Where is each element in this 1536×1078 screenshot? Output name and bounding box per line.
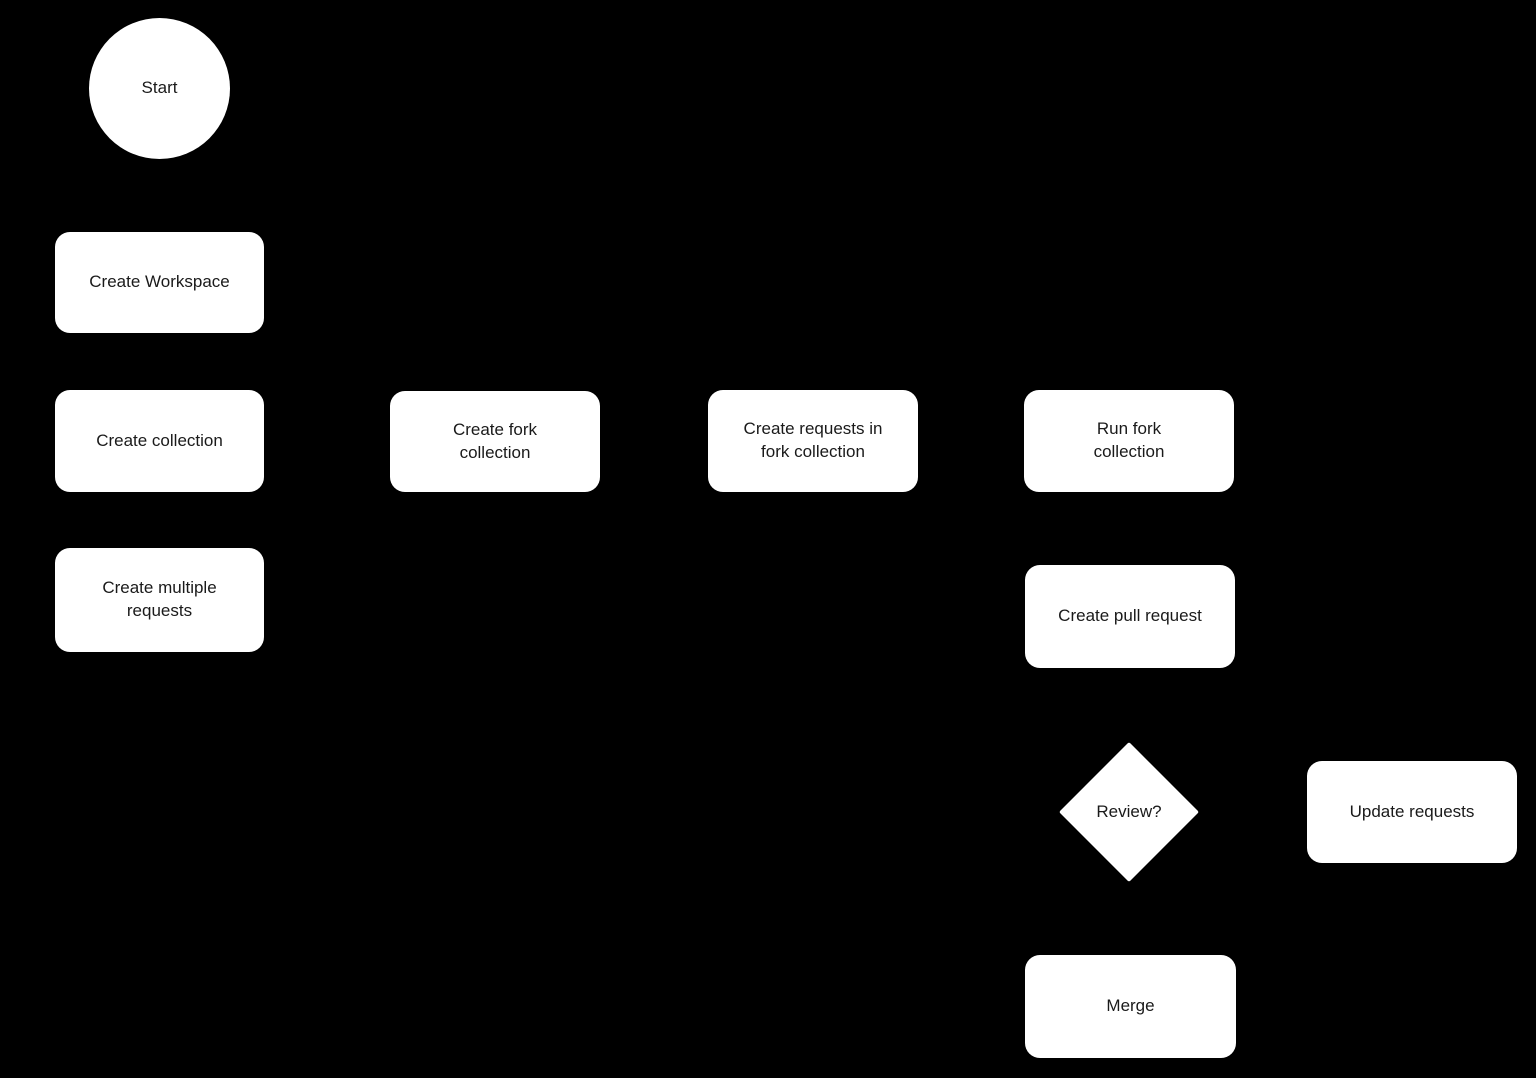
process-node-update-requests: Update requests (1307, 761, 1517, 863)
node-label: Review? (1096, 801, 1162, 821)
node-label: Create collection (96, 430, 223, 450)
process-node-create-collection: Create collection (55, 390, 264, 492)
process-node-merge: Merge (1025, 955, 1236, 1058)
node-label: Run fork collection (1093, 419, 1165, 461)
start-node: Start (89, 18, 230, 159)
node-label: Start (141, 78, 178, 98)
decision-node-review: Review? (1058, 741, 1200, 883)
process-node-create-requests-in-fork-collection: Create requests in fork collection (708, 390, 918, 492)
node-label: Create pull request (1058, 606, 1202, 626)
node-label: Create fork collection (452, 419, 538, 462)
node-label: Create multiple requests (102, 578, 217, 620)
node-label: Create requests in fork collection (743, 419, 883, 461)
node-label: Update requests (1349, 801, 1475, 821)
node-label: Merge (1106, 996, 1155, 1016)
process-node-create-multiple-requests: Create multiple requests (55, 548, 264, 652)
process-node-create-fork-collection: Create fork collection (390, 391, 600, 492)
process-node-run-fork-collection: Run fork collection (1024, 390, 1234, 492)
process-node-create-workspace: Create Workspace (55, 232, 264, 333)
process-node-create-pull-request: Create pull request (1025, 565, 1235, 668)
node-label: Create Workspace (89, 272, 230, 292)
